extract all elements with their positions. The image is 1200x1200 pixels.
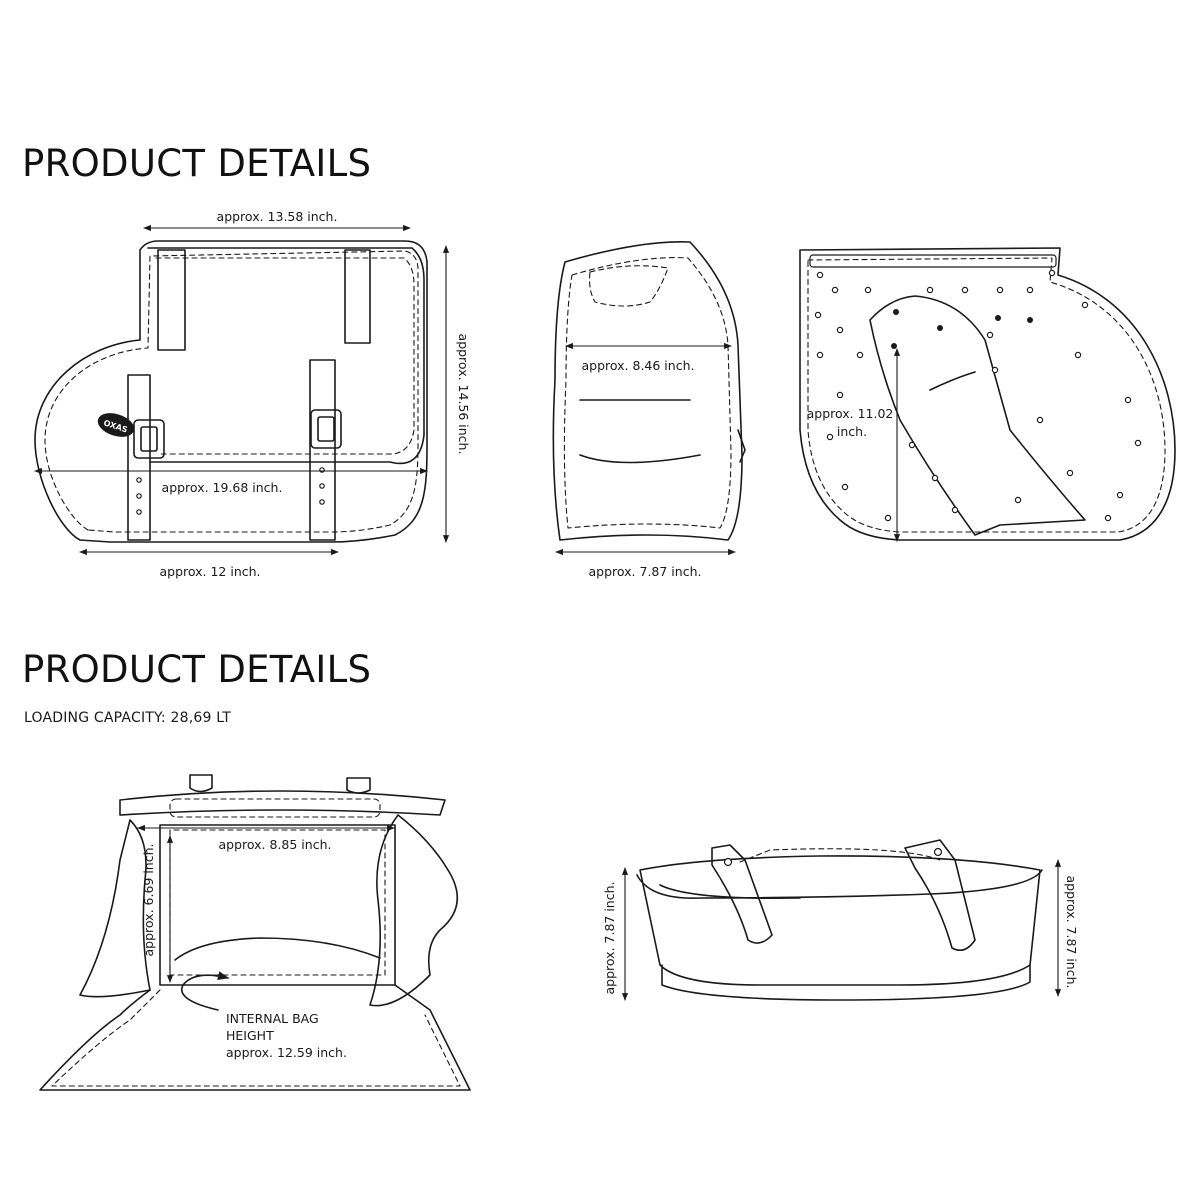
side-depth-label: approx. 8.46 inch.: [582, 358, 695, 373]
internal-height-title-line1: INTERNAL BAG: [226, 1011, 319, 1026]
front-full-width-label: approx. 19.68 inch.: [162, 480, 283, 495]
internal-height-value: approx. 12.59 inch.: [226, 1045, 347, 1060]
top-view-left-height-label: approx. 7.87 inch.: [602, 882, 617, 995]
section-title: PRODUCT DETAILS: [22, 648, 372, 691]
back-view-drawing: [799, 247, 1176, 541]
top-view-right-height-label: approx. 7.87 inch.: [1064, 876, 1079, 989]
loading-capacity-label: LOADING CAPACITY: 28,69 LT: [24, 710, 232, 726]
back-height-label-line2: inch.: [837, 424, 867, 439]
dimension-lines: [34, 224, 1062, 1001]
internal-height-title-line2: HEIGHT: [226, 1028, 274, 1043]
top-view-drawing: [636, 839, 1043, 1001]
back-height-label-line1: approx. 11.02: [807, 406, 894, 421]
side-bottom-depth-label: approx. 7.87 inch.: [589, 564, 702, 579]
inner-height-label: approx. 6.69 inch.: [141, 844, 156, 957]
side-view-drawing: [552, 241, 746, 541]
front-bottom-width-label: approx. 12 inch.: [159, 564, 260, 579]
inner-width-label: approx. 8.85 inch.: [219, 837, 332, 852]
front-top-width-label: approx. 13.58 inch.: [217, 209, 338, 224]
page-title: PRODUCT DETAILS: [22, 142, 372, 185]
front-view-drawing: [34, 240, 428, 543]
front-height-label: approx. 14.56 inch.: [456, 334, 471, 455]
